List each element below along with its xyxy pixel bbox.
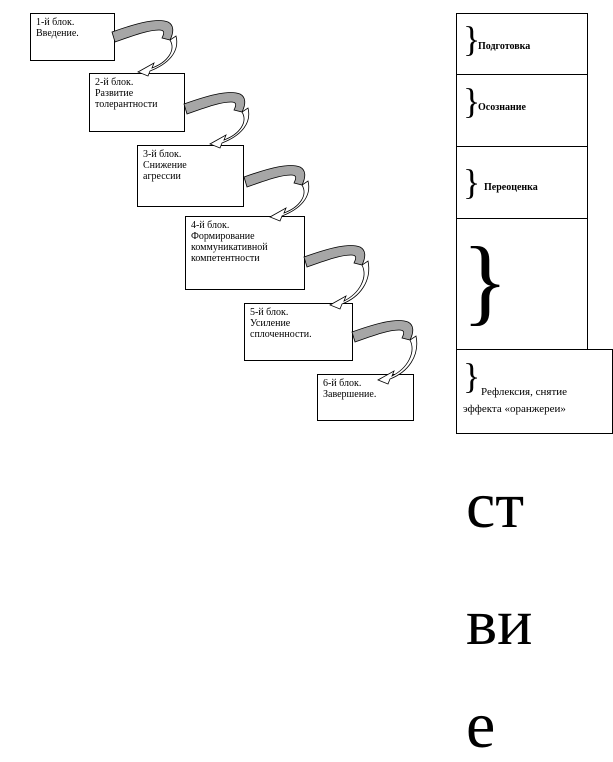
block-1: 1-й блок. Введение.	[30, 13, 115, 61]
stage-label-2: Осознание	[478, 102, 526, 113]
block-6: 6-й блок. Завершение.	[317, 374, 414, 421]
stage-empty: }	[456, 218, 588, 350]
block-2-title: 2-й блок.	[95, 77, 134, 88]
curved-arrow-1-to-2	[111, 20, 178, 77]
stage-brace-5: }	[463, 356, 481, 396]
stage-brace-3: }	[463, 162, 481, 202]
block-1-desc: Введение.	[36, 28, 79, 39]
block-4-title: 4-й блок.	[191, 220, 230, 231]
block-1-title: 1-й блок.	[36, 17, 75, 28]
block-2-desc: Развитие толерантности	[95, 88, 158, 110]
block-6-desc: Завершение.	[323, 389, 377, 400]
stage-preparation: } Подготовка	[456, 13, 588, 75]
stage-label-3: Переоценка	[484, 182, 538, 193]
stage-brace-1: }	[463, 19, 481, 59]
stage-reflection: } Рефлексия, снятие эффекта «оранжереи»	[456, 349, 613, 434]
stage-label-1: Подготовка	[478, 41, 531, 52]
block-5: 5-й блок. Усиление сплоченности.	[244, 303, 353, 361]
block-3: 3-й блок. Снижение агрессии	[137, 145, 244, 207]
stage-brace-2: }	[463, 81, 481, 121]
text-fragment-3: е	[466, 689, 496, 762]
block-2: 2-й блок. Развитие толерантности	[89, 73, 185, 132]
stage-reassessment: } Переоценка	[456, 146, 588, 219]
block-3-desc: Снижение агрессии	[143, 160, 187, 182]
block-4: 4-й блок. Формирование коммуникативной к…	[185, 216, 305, 290]
block-6-title: 6-й блок.	[323, 378, 362, 389]
text-fragment-1: ст	[466, 469, 525, 542]
block-3-title: 3-й блок.	[143, 149, 182, 160]
text-fragment-2: ви	[466, 586, 533, 659]
stage-label-5: Рефлексия, снятие эффекта «оранжереи»	[463, 386, 568, 415]
block-5-title: 5-й блок.	[250, 307, 289, 318]
block-5-desc: Усиление сплоченности.	[250, 318, 312, 340]
curved-arrow-2-to-3	[183, 92, 250, 149]
curved-arrow-5-to-6	[351, 320, 418, 385]
curved-arrow-3-to-4	[243, 165, 310, 222]
stage-awareness: } Осознание	[456, 74, 588, 147]
curved-arrow-4-to-5	[303, 245, 370, 310]
block-4-desc: Формирование коммуникативной компетентно…	[191, 231, 268, 264]
stage-brace-4: }	[462, 227, 509, 334]
